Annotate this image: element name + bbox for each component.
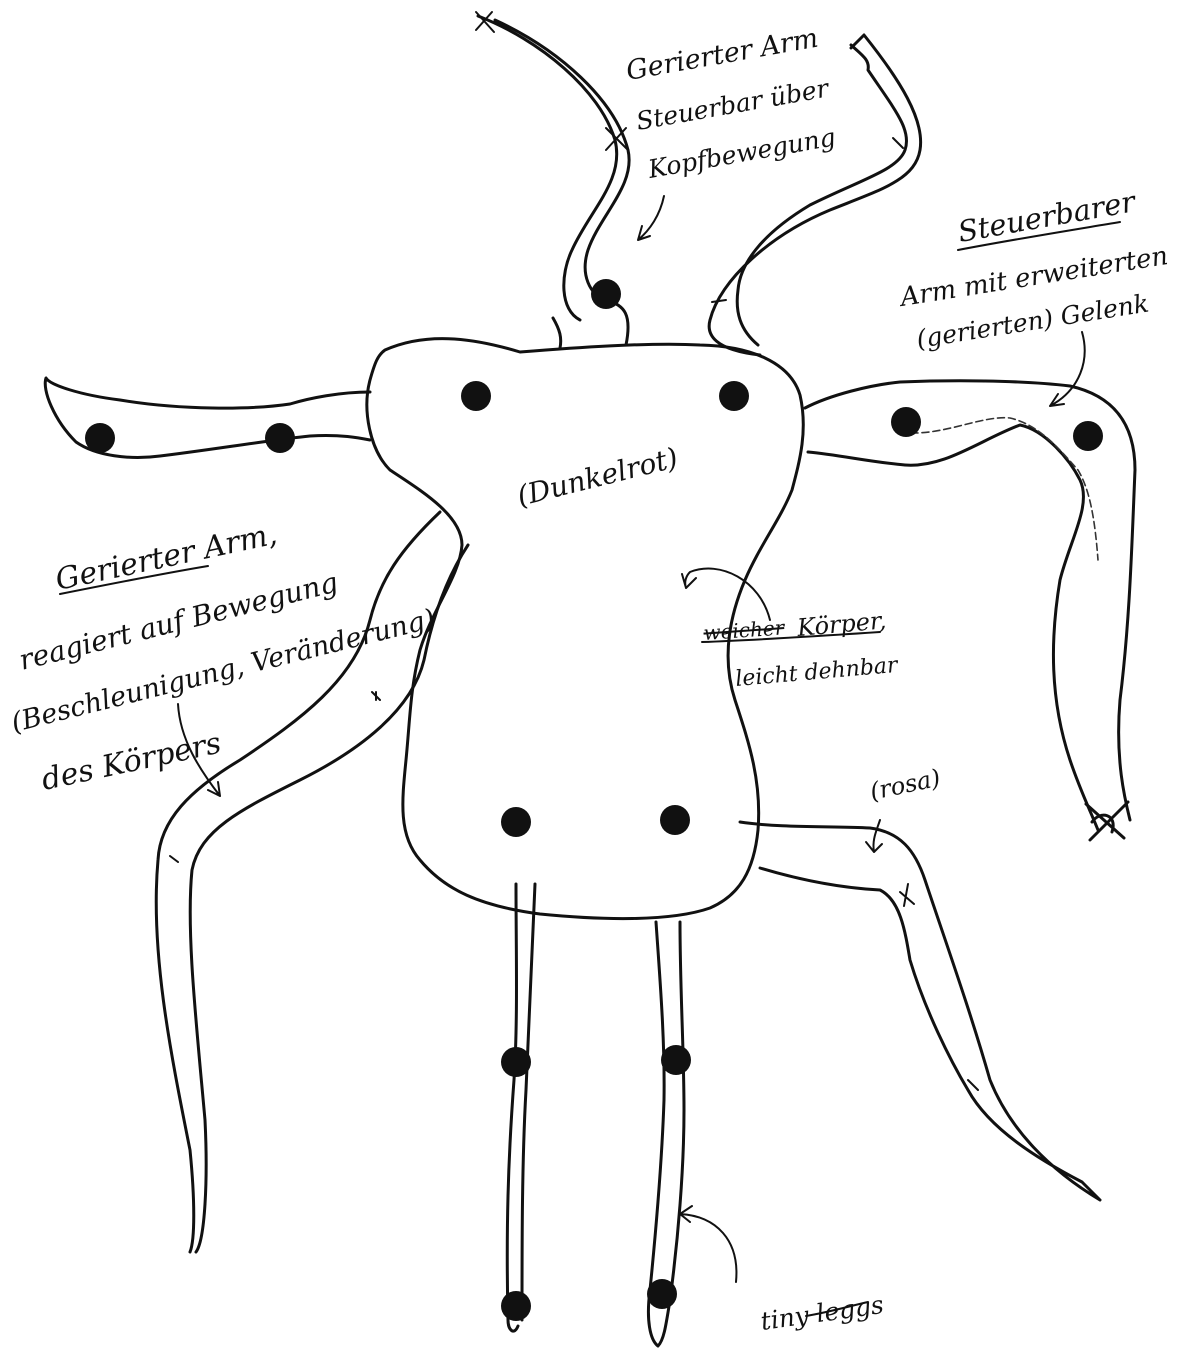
body-joint-bottom-right [660, 805, 690, 835]
right-side-arm-tip-x [1086, 802, 1128, 840]
right-leg-joint-lower [647, 1279, 677, 1309]
right-side-arm-joint-inner [891, 407, 921, 437]
body-joint-top-right [719, 381, 749, 411]
leg-color-annotation-arrow [866, 820, 882, 852]
body-joint-bottom-left [501, 807, 531, 837]
body-label-line2: leicht dehnbar [734, 653, 900, 692]
top-arm-label-line2: Steuerbar über [634, 73, 833, 136]
top-arm-annotation-arrow [638, 196, 664, 240]
left-leg-joint-lower [501, 1291, 531, 1321]
top-arm-label-line3: Kopfbewegung [645, 122, 838, 184]
steerable-arm-title: Steuerbarer [955, 184, 1139, 249]
top-left-antenna-joint [591, 279, 621, 309]
left-leg-joint-upper [501, 1047, 531, 1077]
steerable-arm-annotation-arrow [1050, 332, 1085, 406]
top-arm-label-line1: Gerierter Arm [624, 23, 821, 87]
tiny-legs-label: tiny leggs [759, 1290, 886, 1336]
top-right-antenna-seam [712, 300, 726, 302]
right-side-arm-inner-line [900, 418, 1098, 560]
body-label-line1: Körper, [795, 606, 887, 642]
body-color-label: (Dunkelrot) [514, 441, 681, 513]
right-lower-arm [740, 822, 1100, 1200]
right-leg-joint-upper [661, 1045, 691, 1075]
left-side-arm-joint-outer [85, 423, 115, 453]
left-leg [507, 884, 535, 1331]
body-annotation-arrow [682, 569, 770, 620]
left-lower-arm-marks [170, 692, 380, 862]
left-side-arm-joint-inner [265, 423, 295, 453]
left-arm-label-title: Gerierter Arm, [52, 517, 280, 598]
right-lower-arm-marks [900, 884, 978, 1090]
leg-color-label: (rosa) [867, 764, 943, 806]
top-right-antenna-mark [893, 138, 903, 148]
body-label-struck-word: weicher [703, 615, 787, 645]
tiny-legs-annotation-arrow [680, 1206, 736, 1282]
body-joint-top-left [461, 381, 491, 411]
right-side-arm-joint-outer [1073, 421, 1103, 451]
left-arm-label-line4: des Körpers [38, 726, 224, 798]
